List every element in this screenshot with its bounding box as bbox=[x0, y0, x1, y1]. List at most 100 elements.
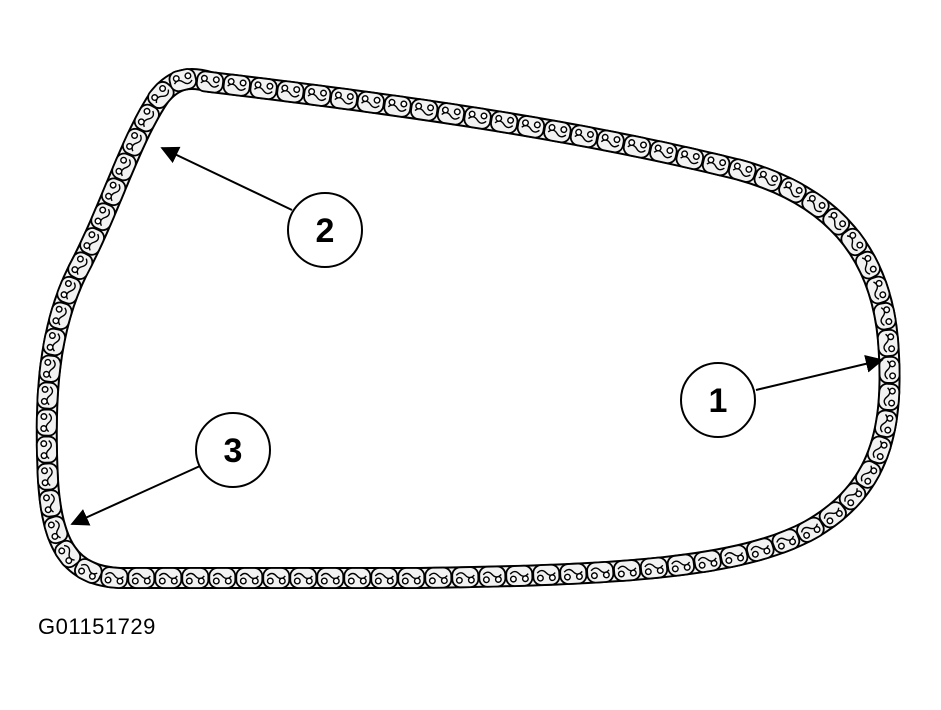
chain-link bbox=[865, 275, 891, 305]
chain-link bbox=[701, 152, 731, 177]
chain-link bbox=[543, 119, 572, 144]
chain-link bbox=[818, 501, 847, 529]
chain-link bbox=[876, 328, 900, 358]
chain-link bbox=[343, 567, 372, 589]
chain-link bbox=[90, 202, 116, 231]
chain-link bbox=[838, 482, 867, 511]
chain-link bbox=[596, 129, 625, 154]
chain-link bbox=[728, 158, 757, 183]
chain-link bbox=[746, 537, 775, 562]
chain-link bbox=[111, 152, 137, 182]
chain-link bbox=[100, 566, 129, 589]
chain-link bbox=[719, 544, 749, 569]
callout-2-arrow bbox=[160, 146, 293, 211]
chain-link bbox=[873, 302, 897, 331]
chain-link bbox=[649, 140, 678, 165]
chain-link bbox=[516, 115, 546, 139]
chain-links bbox=[35, 68, 901, 589]
chain-link bbox=[532, 563, 561, 586]
chain-link bbox=[397, 567, 426, 589]
chain-link bbox=[424, 566, 453, 589]
chain-link bbox=[771, 528, 801, 554]
chain-link bbox=[639, 556, 669, 580]
callout-2: 2 bbox=[160, 146, 363, 268]
chain-link bbox=[463, 106, 492, 130]
chain-link bbox=[147, 81, 175, 109]
chain-link bbox=[370, 567, 399, 589]
chain-link bbox=[478, 565, 507, 588]
chain-link bbox=[586, 561, 615, 584]
chain-link bbox=[778, 177, 807, 204]
chain-link bbox=[48, 301, 73, 331]
chain-link bbox=[622, 134, 652, 159]
chain-link bbox=[356, 90, 385, 114]
chain-link bbox=[133, 103, 160, 133]
chain-link bbox=[855, 460, 882, 489]
chain-link bbox=[878, 355, 901, 384]
chain-link bbox=[36, 462, 59, 491]
chain-link bbox=[613, 559, 642, 582]
chain-link bbox=[154, 567, 183, 589]
chain-link bbox=[74, 558, 103, 584]
chain-link bbox=[316, 567, 345, 589]
chain-link bbox=[208, 567, 237, 589]
callout-1-arrow bbox=[755, 354, 884, 391]
figure-id: G01151729 bbox=[38, 614, 156, 639]
chain-link bbox=[262, 567, 291, 589]
chain-link bbox=[675, 146, 705, 171]
callout-1: 1 bbox=[680, 354, 884, 438]
chain-link bbox=[877, 382, 901, 411]
chain-link bbox=[801, 190, 830, 218]
chain-link bbox=[666, 553, 696, 577]
chain-link bbox=[42, 327, 67, 357]
chain-link bbox=[822, 207, 851, 236]
chain-link bbox=[693, 549, 722, 573]
chain-link bbox=[121, 127, 148, 157]
chain-link bbox=[569, 124, 599, 149]
chain-link bbox=[195, 70, 225, 94]
chain-link bbox=[840, 227, 868, 257]
chain-link bbox=[35, 408, 58, 437]
callout-3-label: 3 bbox=[224, 432, 243, 470]
chain-link bbox=[559, 562, 588, 585]
chain-link bbox=[36, 381, 59, 410]
chain-link bbox=[38, 354, 62, 383]
chain-link bbox=[168, 68, 198, 93]
callout-1-circle bbox=[680, 362, 756, 438]
chain-link bbox=[100, 177, 127, 207]
callout-3: 3 bbox=[70, 412, 271, 526]
chain-link bbox=[410, 98, 439, 122]
chain-link bbox=[329, 87, 359, 111]
chain-link bbox=[490, 110, 519, 134]
chain-link bbox=[43, 515, 69, 545]
chain-link bbox=[303, 83, 332, 107]
chain-link bbox=[796, 516, 825, 543]
chain-link bbox=[249, 77, 278, 100]
chain-link bbox=[35, 435, 58, 464]
chain-link bbox=[874, 409, 898, 438]
chain-link bbox=[222, 73, 251, 97]
chain-link bbox=[866, 435, 892, 465]
chain-link bbox=[854, 250, 881, 280]
chain-link bbox=[289, 567, 318, 589]
chain-link bbox=[67, 251, 94, 280]
chain-link bbox=[505, 564, 534, 587]
chain-link bbox=[56, 275, 82, 305]
chain-link bbox=[127, 567, 156, 589]
chain-link bbox=[383, 94, 412, 118]
chain-link bbox=[436, 102, 466, 126]
chain-link bbox=[181, 567, 210, 589]
chain-link bbox=[79, 227, 105, 256]
chain-link bbox=[38, 489, 62, 518]
chain-link bbox=[54, 539, 82, 569]
callout-1-label: 1 bbox=[709, 382, 728, 420]
chain-link bbox=[235, 567, 264, 589]
callout-2-circle bbox=[287, 192, 363, 268]
chain-link bbox=[276, 80, 305, 104]
chain-link bbox=[753, 166, 783, 192]
chain-link bbox=[451, 566, 480, 589]
callout-2-label: 2 bbox=[316, 212, 335, 250]
callout-3-circle bbox=[195, 412, 271, 488]
callout-3-arrow bbox=[70, 465, 201, 526]
